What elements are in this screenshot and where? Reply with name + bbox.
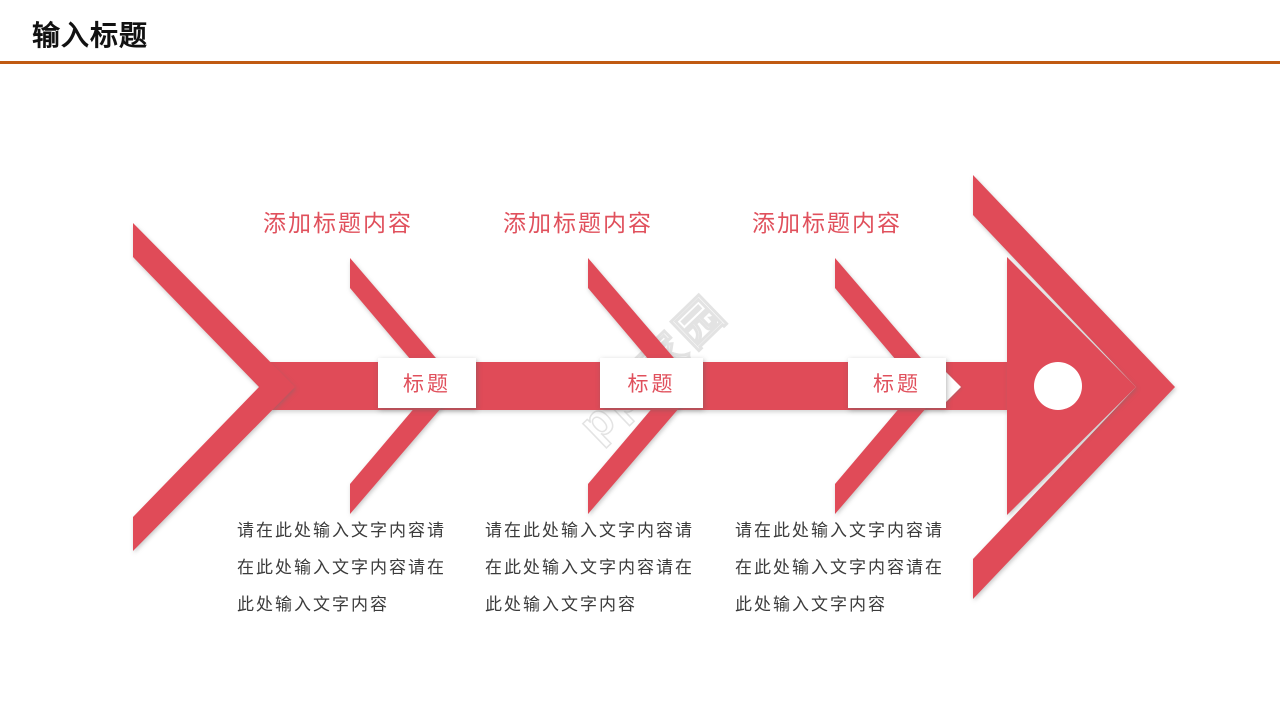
body-line: 在此处输入文字内容请在: [735, 558, 944, 577]
body-line: 此处输入文字内容: [735, 595, 887, 614]
section-header: 添加标题内容: [503, 210, 653, 236]
body-text: 请在此处输入文字内容请 在此处输入文字内容请在 此处输入文字内容: [485, 512, 707, 623]
slide-title: 输入标题: [32, 20, 149, 51]
section-header: 添加标题内容: [263, 210, 413, 236]
title-divider: [0, 61, 1280, 64]
fish-tail-icon: [133, 223, 295, 551]
body-line: 请在此处输入文字内容请: [237, 521, 446, 540]
body-line: 此处输入文字内容: [237, 595, 389, 614]
body-text: 请在此处输入文字内容请 在此处输入文字内容请在 此处输入文字内容: [237, 512, 459, 623]
body-line: 在此处输入文字内容请在: [485, 558, 694, 577]
label-text: 标题: [627, 373, 676, 396]
label-text: 标题: [873, 373, 921, 396]
label-box: 标题: [848, 358, 946, 408]
label-box: 标题: [378, 358, 476, 408]
label-text: 标题: [403, 373, 451, 396]
label-box: 标题: [600, 358, 703, 408]
body-line: 在此处输入文字内容请在: [237, 558, 446, 577]
section-header: 添加标题内容: [752, 210, 902, 236]
spine-notch-icon: [946, 372, 961, 402]
body-text: 请在此处输入文字内容请 在此处输入文字内容请在 此处输入文字内容: [735, 512, 957, 623]
fish-eye-icon: [1034, 362, 1082, 410]
body-line: 请在此处输入文字内容请: [735, 521, 944, 540]
body-line: 请在此处输入文字内容请: [485, 521, 694, 540]
fish-head-outline-icon: [973, 175, 1175, 599]
body-line: 此处输入文字内容: [485, 595, 637, 614]
